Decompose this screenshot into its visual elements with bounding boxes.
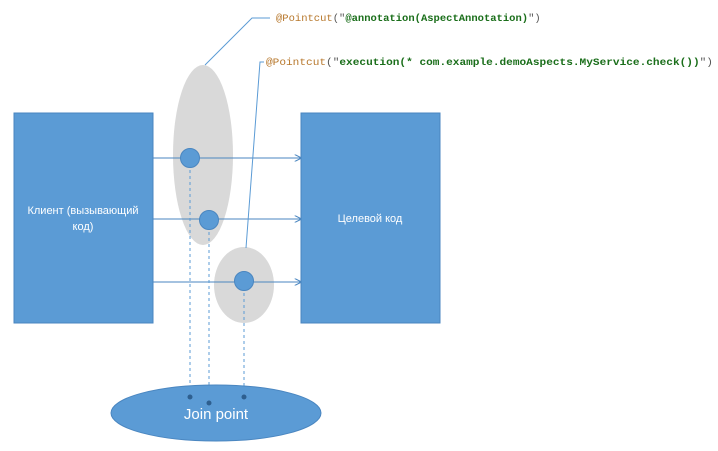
client-box [13, 112, 154, 324]
annotation-pointcut-close: ") [528, 13, 541, 25]
client-box-label-line1: Клиент (вызывающий [27, 205, 138, 217]
execution-pointcut-open: (" [326, 57, 339, 69]
annotation-pointcut-text: @Pointcut("@annotation(AspectAnnotation)… [276, 13, 541, 25]
join-dot-3 [234, 271, 254, 291]
annotation-pointcut-open: (" [333, 13, 346, 25]
join-dot-2 [199, 210, 219, 230]
join-end-dot-3 [241, 394, 247, 400]
execution-callout-line [245, 61, 264, 249]
join-point-label: Join point [184, 406, 249, 423]
join-point-ellipse [110, 384, 322, 442]
client-box-label-line2: код) [73, 221, 94, 233]
target-box [300, 112, 441, 324]
annotation-pointcut-keyword: @Pointcut [276, 13, 333, 25]
annotation-pointcut-ellipse [173, 65, 233, 245]
execution-pointcut-close: ") [700, 57, 713, 69]
target-box-label: Целевой код [338, 213, 403, 225]
join-end-dot-2 [206, 400, 212, 406]
execution-pointcut-keyword: @Pointcut [266, 57, 326, 69]
annotation-callout-line [204, 17, 270, 66]
join-end-dot-1 [187, 394, 193, 400]
execution-pointcut-expr: execution(* com.example.demoAspects.MySe… [339, 57, 699, 69]
annotation-pointcut-expr: @annotation(AspectAnnotation) [345, 13, 528, 25]
join-dot-1 [180, 148, 200, 168]
execution-pointcut-text: @Pointcut("execution(* com.example.demoA… [266, 57, 713, 69]
